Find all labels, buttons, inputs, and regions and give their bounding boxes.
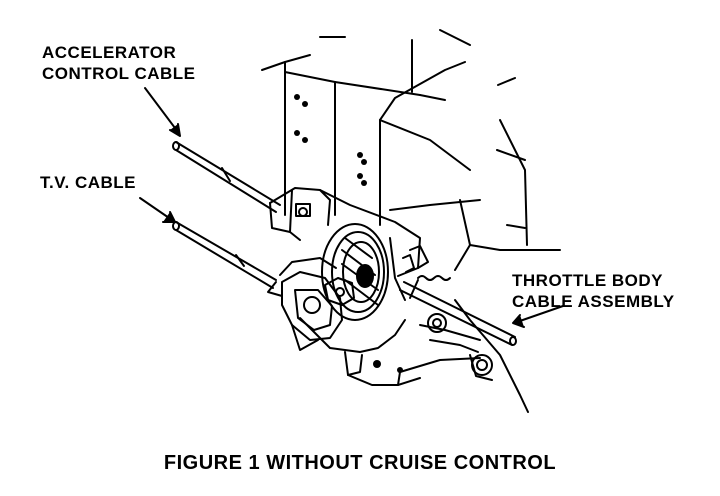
throttle-body-label: THROTTLE BODY CABLE ASSEMBLY (512, 270, 675, 312)
tv-cable-label: T.V. CABLE (40, 172, 136, 193)
tv-lever-disc (267, 271, 343, 351)
accelerator-control-cable (172, 141, 281, 213)
accelerator-cable-label: ACCELERATOR CONTROL CABLE (42, 42, 196, 84)
hex-nut (324, 277, 355, 306)
accelerator-label-line1: ACCELERATOR (42, 43, 177, 62)
throttle-body-cable (399, 279, 517, 346)
figure-caption: FIGURE 1 WITHOUT CRUISE CONTROL (163, 452, 557, 474)
throttle-body-housing (269, 187, 481, 386)
block-mounting-holes (294, 94, 367, 186)
engine-block-outline (261, 29, 561, 413)
leader-arrows (139, 87, 564, 328)
accelerator-label-line2: CONTROL CABLE (42, 64, 196, 83)
tv-cable (172, 221, 277, 289)
throttle-label-line1: THROTTLE BODY (512, 271, 663, 290)
tv-cable-label-text: T.V. CABLE (40, 173, 137, 192)
throttle-label-line2: CABLE ASSEMBLY (512, 292, 675, 311)
mounting-bolts (373, 313, 493, 381)
throttle-lever-wheel (321, 223, 389, 321)
return-spring (417, 275, 451, 281)
